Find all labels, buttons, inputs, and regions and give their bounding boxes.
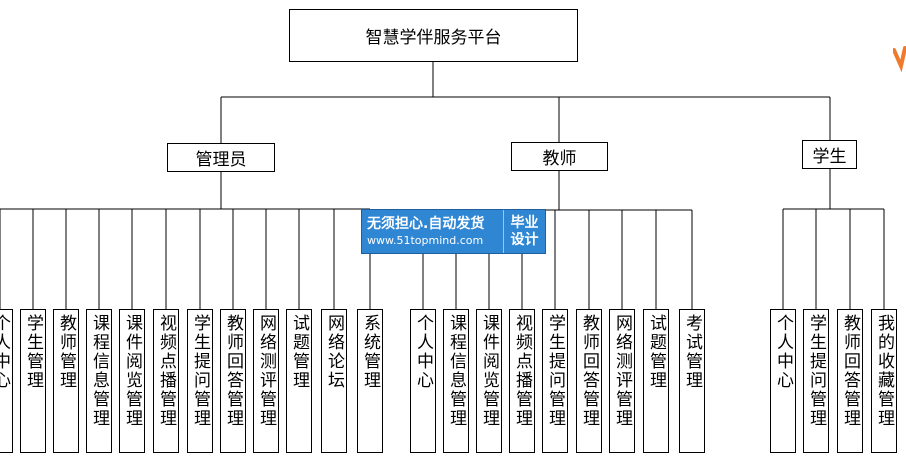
admin-leaf: 课程信息管理	[86, 309, 112, 453]
admin-label: 管理员	[195, 150, 247, 170]
admin-leaf: 教师回答管理	[220, 309, 246, 453]
student-label: 学生	[812, 147, 847, 167]
watermark-badge-bottom: 设计	[510, 231, 539, 248]
teacher-leaf: 课程信息管理	[443, 309, 469, 453]
admin-leaf: 学生管理	[20, 309, 46, 453]
student-leaf: 我的收藏管理	[871, 309, 897, 453]
teacher-leaf: 视频点播管理	[509, 309, 535, 453]
teacher-leaf: 教师回答管理	[576, 309, 602, 453]
admin-leaf: 教师管理	[53, 309, 79, 453]
watermark-banner: 无须担心.自动发货 www.51topmind.com 毕业 设计	[361, 209, 546, 254]
watermark-badge-top: 毕业	[510, 214, 539, 231]
teacher-leaf: 课件阅览管理	[476, 309, 502, 453]
teacher-label: 教师	[542, 149, 577, 169]
admin-leaf: 网络论坛	[321, 309, 347, 453]
teacher-leaf: 个人中心	[410, 309, 436, 453]
watermark-url: www.51topmind.com	[367, 233, 484, 247]
admin-leaf: 学生提问管理	[187, 309, 213, 453]
admin-node: 管理员	[167, 143, 275, 172]
admin-leaf: 系统管理	[357, 309, 383, 453]
student-node: 学生	[802, 140, 857, 169]
teacher-leaf: 试题管理	[643, 309, 669, 453]
student-leaf: 教师回答管理	[837, 309, 863, 453]
admin-leaf: 课件阅览管理	[119, 309, 145, 453]
watermark-line1: 无须担心.自动发货	[367, 215, 485, 232]
admin-leaf: 个人中心	[0, 309, 13, 453]
teacher-leaf: 网络测评管理	[609, 309, 635, 453]
watermark-badge: 毕业 设计	[503, 210, 545, 253]
student-leaf: 个人中心	[770, 309, 796, 453]
admin-leaf: 试题管理	[286, 309, 312, 453]
root-node: 智慧学伴服务平台	[289, 9, 578, 62]
teacher-leaf: 考试管理	[679, 309, 705, 453]
admin-leaf: 视频点播管理	[153, 309, 179, 453]
root-label: 智慧学伴服务平台	[365, 28, 502, 48]
orange-mark-icon	[893, 46, 906, 73]
student-leaf: 学生提问管理	[803, 309, 829, 453]
teacher-node: 教师	[511, 142, 608, 171]
admin-leaf: 网络测评管理	[253, 309, 279, 453]
teacher-leaf: 学生提问管理	[542, 309, 568, 453]
